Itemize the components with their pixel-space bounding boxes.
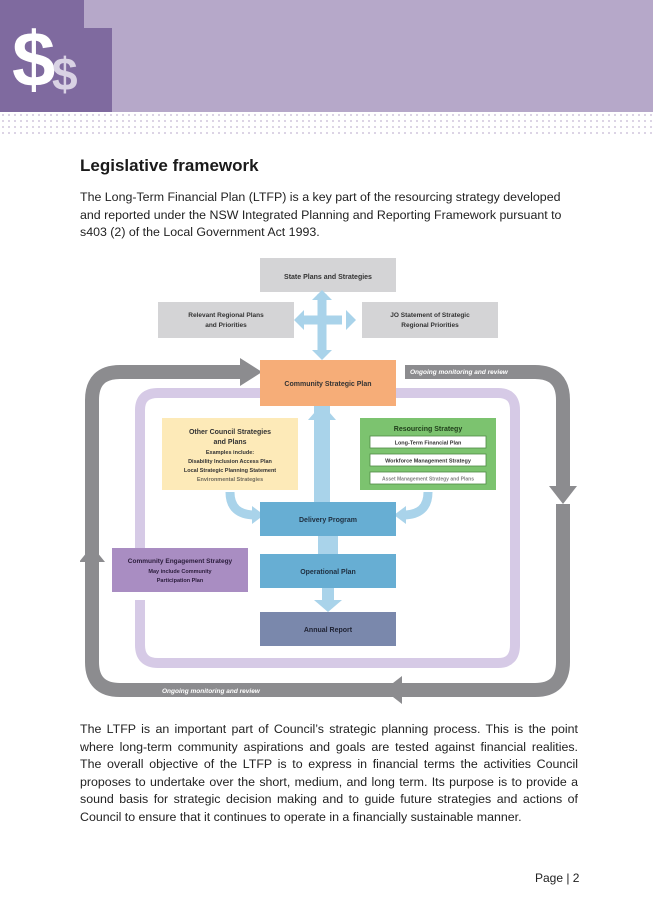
svg-text:$: $: [52, 48, 78, 100]
monitoring-label-top: Ongoing monitoring and review: [410, 369, 509, 376]
delivery-program-box: [260, 502, 396, 536]
other-strategies-item1: Disability Inclusion Access Plan: [188, 459, 272, 465]
jo-statement-line2: Regional Priorities: [401, 322, 459, 329]
workforce-label: Workforce Management Strategy: [385, 459, 472, 465]
resourcing-strategy-title: Resourcing Strategy: [394, 426, 463, 433]
body-paragraph: The LTFP is an important part of Council…: [80, 722, 578, 824]
ltfp-box: [369, 435, 487, 449]
operational-annual-connector: [322, 588, 334, 602]
left-curve-arrowhead: [252, 506, 264, 524]
jo-statement-line1: JO Statement of Strategic: [390, 312, 470, 319]
left-arrowhead: [294, 310, 304, 330]
annual-report-box: [260, 612, 396, 646]
asset-management-box: [369, 471, 487, 485]
outer-arrowhead-top: [240, 358, 262, 386]
other-strategies-examples: Examples include:: [206, 450, 254, 456]
jo-statement-box: [362, 302, 498, 338]
other-strategies-title1: Other Council Strategies: [189, 429, 271, 436]
asset-management-label: Asset Management Strategy and Plans: [382, 477, 474, 483]
regional-plans-line1: Relevant Regional Plans: [188, 312, 264, 319]
inner-loop: [135, 388, 520, 668]
dollar-signs-icon: $ $: [12, 15, 78, 103]
engagement-sub2: Participation Plan: [157, 578, 204, 584]
annual-report-label: Annual Report: [304, 627, 353, 634]
workforce-box: [369, 453, 487, 467]
operational-plan-label: Operational Plan: [300, 569, 356, 576]
engagement-sub1: May include Community: [148, 569, 212, 575]
ipr-framework-diagram: Ongoing monitoring and review Ongoing mo…: [80, 258, 577, 704]
down-arrowhead: [312, 350, 332, 360]
section-heading: Legislative framework: [80, 156, 259, 175]
outer-arrowhead-right: [549, 486, 577, 504]
page-number: Page | 2: [535, 871, 580, 885]
central-spine: [314, 400, 330, 510]
monitoring-label-bottom: Ongoing monitoring and review: [162, 688, 261, 695]
left-curve-arrow: [225, 491, 256, 520]
outer-arrowhead-left: [80, 546, 105, 562]
spine-arrowhead: [308, 404, 336, 420]
other-strategies-item3: Environmental Strategies: [197, 477, 263, 483]
regional-plans-line2: and Priorities: [205, 322, 247, 329]
community-strategic-plan-box: [260, 360, 396, 406]
state-plans-box: [260, 258, 396, 292]
community-strategic-plan-label: Community Strategic Plan: [284, 381, 371, 388]
ltfp-label: Long-Term Financial Plan: [395, 441, 462, 447]
engagement-title: Community Engagement Strategy: [128, 558, 233, 565]
svg-text:$: $: [12, 15, 55, 103]
regional-plans-box: [158, 302, 294, 338]
engagement-box: [112, 548, 248, 592]
delivery-operational-connector: [318, 536, 338, 554]
logo-corner-notch: [84, 0, 112, 28]
outer-loop-arrow-right: [405, 365, 570, 490]
right-curve-arrowhead: [394, 506, 406, 524]
outer-arrow-bottom-right: [402, 504, 570, 697]
other-strategies-box: [162, 418, 298, 490]
intro-paragraph: The Long-Term Financial Plan (LTFP) is a…: [80, 190, 562, 240]
right-curve-arrow: [402, 491, 433, 520]
right-arrowhead: [346, 310, 356, 330]
header-dotted-border: [0, 112, 653, 134]
delivery-program-label: Delivery Program: [299, 517, 357, 524]
up-arrowhead: [312, 290, 332, 300]
outer-loop-arrow: [85, 365, 410, 697]
state-plans-label: State Plans and Strategies: [284, 274, 372, 281]
other-strategies-title2: and Plans: [213, 439, 246, 446]
outer-arrowhead-bottom: [384, 676, 402, 704]
operational-plan-box: [260, 554, 396, 588]
annual-arrowhead: [314, 600, 342, 612]
other-strategies-item2: Local Strategic Planning Statement: [184, 468, 276, 474]
